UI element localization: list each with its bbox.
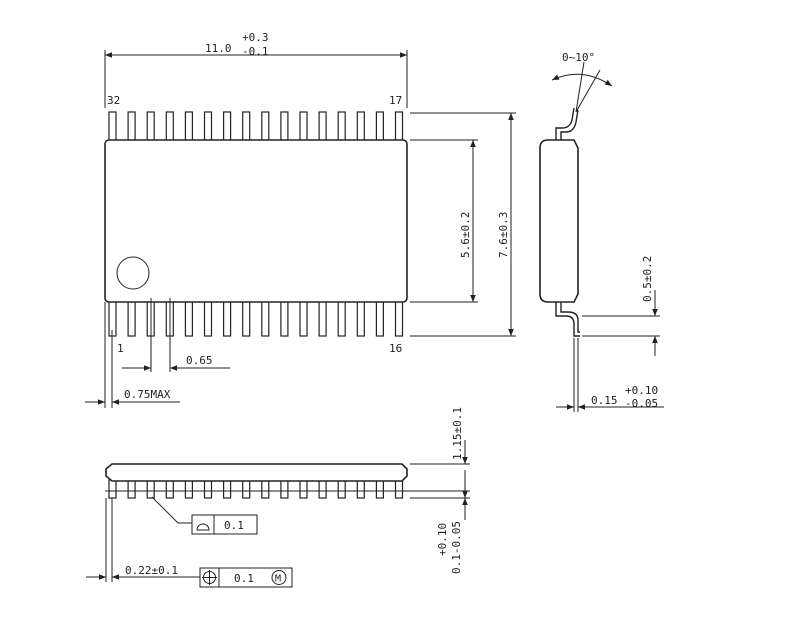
lead-top-15: [375, 111, 384, 143]
lead-top-12: [318, 111, 327, 143]
foot-height-text: 0.5±0.2: [641, 256, 654, 302]
package-body-front: [105, 463, 408, 482]
pin-1-label: 1: [117, 342, 124, 355]
length-main-text: 11.0: [205, 42, 232, 55]
position-tolerance-frame: 0.1 M: [199, 567, 293, 588]
lead-front-16: [394, 479, 404, 499]
lead-front-9: [261, 479, 270, 499]
lead-front-13: [337, 479, 346, 499]
lead-width-text: 0.22±0.1: [125, 564, 178, 577]
lead-front-10: [280, 479, 289, 499]
lead-front-5: [184, 479, 193, 499]
lead-bottom-5: [184, 299, 193, 337]
lead-thickness-minus: -0.05: [625, 397, 658, 410]
lead-top-5: [184, 111, 193, 143]
position-value: 0.1: [234, 572, 254, 585]
length-dimension: 11.0 +0.3 -0.1: [104, 31, 408, 108]
lead-front-4: [165, 479, 174, 499]
lead-front-8: [242, 479, 251, 499]
flatness-symbol-icon: [196, 523, 210, 531]
lead-front-11: [299, 479, 308, 499]
lead-thickness-plus: +0.10: [625, 384, 658, 397]
end-view: 0~10° 0.5±0.2 0.15 +0.10 -0.05: [539, 51, 664, 412]
lead-top-3: [146, 111, 155, 143]
lead-front-15: [375, 479, 384, 499]
pitch-text: 0.65: [186, 354, 213, 367]
lead-top-6: [203, 111, 213, 143]
foot-height-dimension: 0.5±0.2: [582, 256, 660, 356]
package-body-end: [539, 139, 579, 303]
lead-front-2: [127, 479, 136, 499]
standoff-bottom-text: 0.1-0.05: [450, 521, 463, 574]
lead-front-6: [203, 479, 213, 499]
pin-32-label: 32: [107, 94, 120, 107]
lead-bottom-11: [299, 299, 308, 337]
length-plus-text: +0.3: [242, 31, 269, 44]
length-minus-text: -0.1: [242, 45, 269, 58]
pin-16-label: 16: [389, 342, 402, 355]
lead-front-1: [108, 479, 117, 499]
pin-17-label: 17: [389, 94, 402, 107]
lead-top-1: [108, 111, 117, 143]
lead-width-dimension: 0.22±0.1: [86, 498, 200, 582]
lead-thickness-main: 0.15: [591, 394, 618, 407]
front-view-pins: [108, 479, 404, 499]
package-body-top: [104, 139, 408, 303]
lead-top-9: [261, 111, 270, 143]
lead-top-10: [280, 111, 289, 143]
lead-front-12: [318, 479, 327, 499]
height-text: 1.15±0.1: [451, 407, 464, 460]
total-width-text: 7.6±0.3: [497, 212, 510, 258]
lead-bottom-15: [375, 299, 384, 337]
lead-top-14: [356, 111, 365, 143]
lead-bottom-8: [242, 299, 251, 337]
body-width-text: 5.6±0.2: [459, 212, 472, 258]
pin1-index-mark: [116, 256, 150, 290]
flatness-value: 0.1: [224, 519, 244, 532]
lead-bottom-2: [127, 299, 136, 337]
lead-bottom-7: [223, 299, 232, 337]
standoff-top-text: +0.10: [436, 523, 449, 556]
lead-top-16: [394, 111, 404, 143]
pitch-dimension: 0.65: [122, 298, 230, 372]
angle-dimension: 0~10°: [551, 51, 613, 113]
height-dimension: 1.15±0.1: [410, 407, 470, 499]
standoff-dimension: +0.10 0.1-0.05: [410, 490, 470, 574]
angle-text: 0~10°: [562, 51, 595, 64]
lead-top-2: [127, 111, 136, 143]
lead-bottom-12: [318, 299, 327, 337]
lead-bottom-6: [203, 299, 213, 337]
lead-bottom-13: [337, 299, 346, 337]
lead-front-7: [223, 479, 232, 499]
lead-thickness-dimension: 0.15 +0.10 -0.05: [556, 338, 664, 412]
offset-text: 0.75MAX: [124, 388, 171, 401]
lead-bottom-10: [280, 299, 289, 337]
lead-front-3: [146, 479, 155, 499]
lead-top-13: [337, 111, 346, 143]
top-view: 32 17 1 16 11.0 +0.3 -0.1 0.65 0.75MAX: [85, 31, 516, 408]
width-dimensions: 5.6±0.2 7.6±0.3: [410, 112, 516, 337]
front-view: 1.15±0.1 +0.10 0.1-0.05 0.1 0.22±0.1: [86, 407, 470, 588]
lead-top-8: [242, 111, 251, 143]
mmc-modifier-icon: [271, 570, 287, 585]
position-modifier: M: [275, 574, 281, 585]
lead-bottom-16: [394, 299, 404, 337]
flatness-frame: [191, 514, 258, 535]
lead-front-14: [356, 479, 365, 499]
lead-bottom-9: [261, 299, 270, 337]
position-frame-box: [199, 567, 293, 588]
lead-top-4: [165, 111, 174, 143]
offset-dimension: 0.75MAX: [85, 302, 180, 408]
flatness-callout: 0.1: [151, 496, 258, 535]
lead-bottom-14: [356, 299, 365, 337]
lead-top-11: [299, 111, 308, 143]
lead-top-7: [223, 111, 232, 143]
